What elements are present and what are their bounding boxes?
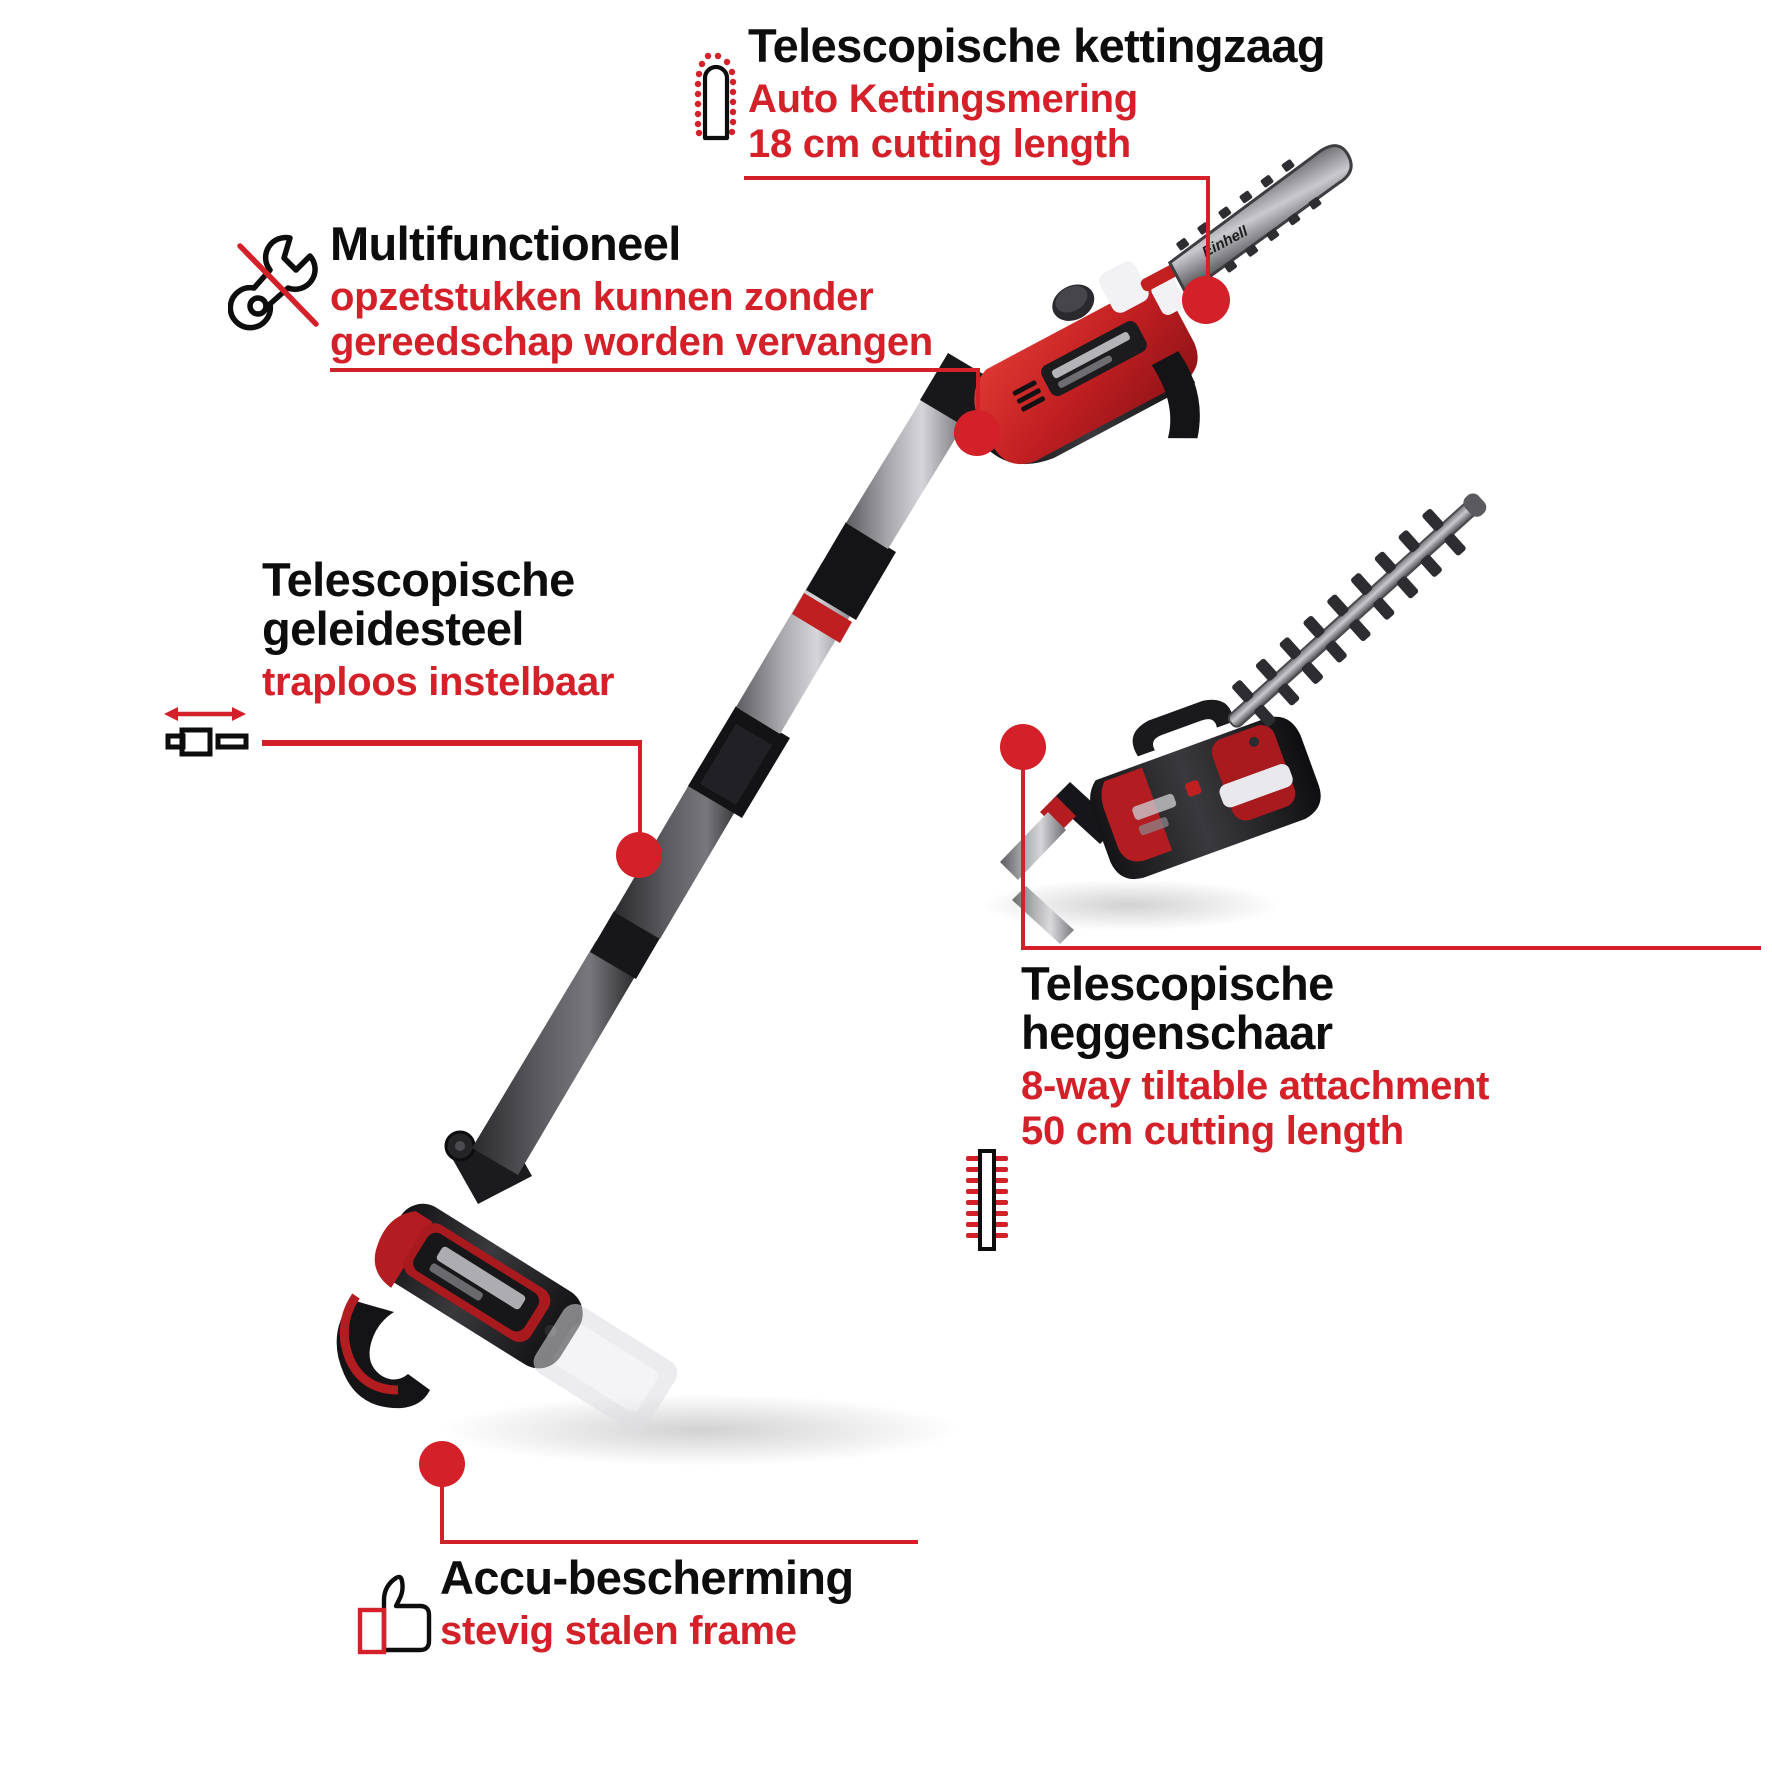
callout-hedge-trimmer: Telescopische heggenschaar 8-way tiltabl…: [1021, 957, 1490, 1153]
connector-battery-horizontal: [440, 1540, 918, 1544]
pole-saw-unit: [336, 353, 1000, 1432]
marker-dot-battery: [419, 1441, 465, 1487]
thumbs-up-battery-icon: [357, 1574, 432, 1655]
chainsaw-bar-icon: [694, 52, 737, 141]
callout-telescopic-pole: Telescopische geleidesteel traploos inst…: [262, 553, 615, 705]
callout-battery-protection-title: Accu-bescherming: [440, 1551, 854, 1604]
marker-dot-pole: [616, 832, 662, 878]
connector-pole-vertical: [638, 742, 642, 850]
wrench-crossed-out-icon: [228, 234, 319, 331]
callout-battery-protection: Accu-bescherming stevig stalen frame: [440, 1551, 854, 1654]
callout-chainsaw-subtitle: Auto Kettingsmering 18 cm cutting length: [748, 76, 1138, 166]
connector-multifunction-horizontal: [330, 368, 980, 372]
callout-battery-protection-subtitle: stevig stalen frame: [440, 1608, 797, 1653]
callout-chainsaw-title: Telescopische kettingzaag: [748, 19, 1326, 72]
callout-multifunction: Multifunctioneel opzetstukken kunnen zon…: [330, 217, 933, 364]
callout-multifunction-subtitle: opzetstukken kunnen zonder gereedschap w…: [330, 274, 933, 364]
callout-telescopic-pole-subtitle: traploos instelbaar: [262, 659, 615, 704]
connector-hedge-vertical: [1021, 762, 1025, 948]
hedge-trimmer-unit: [1000, 493, 1487, 944]
connector-chainsaw-horizontal: [744, 176, 1210, 180]
marker-dot-multifunction: [954, 410, 1000, 456]
connector-hedge-horizontal: [1021, 946, 1761, 950]
connector-chainsaw-vertical: [1206, 176, 1210, 298]
telescopic-arrow-icon: [164, 707, 249, 757]
callout-hedge-trimmer-subtitle: 8-way tiltable attachment 50 cm cutting …: [1021, 1063, 1490, 1153]
accent-underline-pole: [262, 740, 642, 744]
hedge-blade-icon: [966, 1149, 1008, 1251]
chainsaw-head: Einhell: [970, 144, 1353, 465]
callout-telescopic-pole-title: Telescopische geleidesteel: [262, 553, 575, 655]
connector-multifunction-vertical: [976, 368, 980, 426]
callout-multifunction-title: Multifunctioneel: [330, 217, 681, 270]
connector-battery-vertical: [440, 1480, 444, 1544]
connector-pole-horizontal: [262, 742, 642, 746]
callout-chainsaw: Telescopische kettingzaag Auto Kettingsm…: [748, 19, 1326, 166]
callout-hedge-trimmer-title: Telescopische heggenschaar: [1021, 957, 1334, 1059]
marker-dot-chainsaw: [1182, 276, 1230, 324]
